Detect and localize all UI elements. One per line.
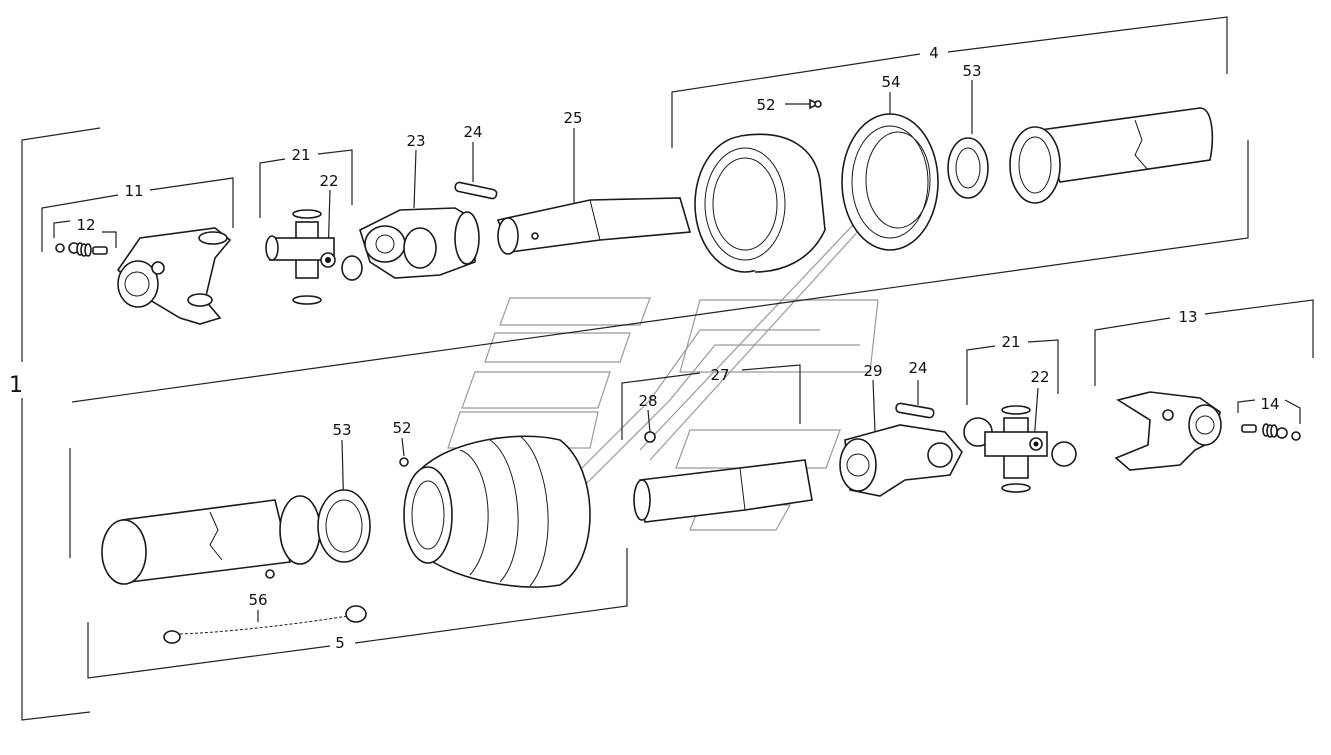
part-52-screw-lower [399,457,409,467]
label-12: 12 [76,216,95,234]
label-28: 28 [638,392,657,410]
part-21-universal-cross-lower [963,405,1077,493]
label-22-lower: 22 [1030,368,1049,386]
bracket-lines [21,16,1314,721]
label-56: 56 [248,591,267,609]
label-23: 23 [406,132,425,150]
part-23-inner-yoke [359,207,480,279]
label-53-lower: 53 [332,421,351,439]
label-22-upper: 22 [319,172,338,190]
part-27-inner-tube [633,459,813,523]
part-13-yoke [1114,391,1222,471]
label-1: 1 [9,373,23,398]
label-21-upper: 21 [291,146,310,164]
part-53-bearing-upper [947,137,989,199]
label-27: 27 [710,366,729,384]
label-24-upper: 24 [463,123,482,141]
label-13: 13 [1178,308,1197,326]
part-54-bearing-ring [841,113,939,251]
part-56-safety-chain [163,605,367,644]
part-5-protection-cone-lower [403,435,591,588]
part-21-universal-cross [265,209,363,305]
callout-labels: 1 4 5 11 12 13 14 21 21 22 22 23 24 24 2… [9,44,1280,652]
part-53-bearing-lower [317,489,371,563]
part-24-pin-lower [895,402,935,419]
label-29: 29 [863,362,882,380]
label-52-upper: 52 [756,96,775,114]
part-52-screw-upper [814,100,822,108]
label-4: 4 [929,44,939,62]
label-14: 14 [1260,395,1279,413]
part-29-inner-yoke [839,424,963,497]
part-25-inner-tube [496,197,692,255]
part-14-screw-set [1241,423,1301,441]
part-11-yoke [116,227,232,325]
part-24-pin-upper [454,181,498,200]
label-11: 11 [124,182,143,200]
label-5: 5 [335,634,345,652]
outer-tube-upper [1009,107,1214,204]
label-54: 54 [881,73,900,91]
part-28-nut [644,431,656,443]
label-21-lower: 21 [1001,333,1020,351]
outer-tube-lower [101,495,321,585]
part-12-screw-set [55,242,108,257]
part-4-protection-cone [694,133,826,273]
label-52-lower: 52 [392,419,411,437]
label-53-upper: 53 [962,62,981,80]
label-24-lower: 24 [908,359,927,377]
label-25: 25 [563,109,582,127]
